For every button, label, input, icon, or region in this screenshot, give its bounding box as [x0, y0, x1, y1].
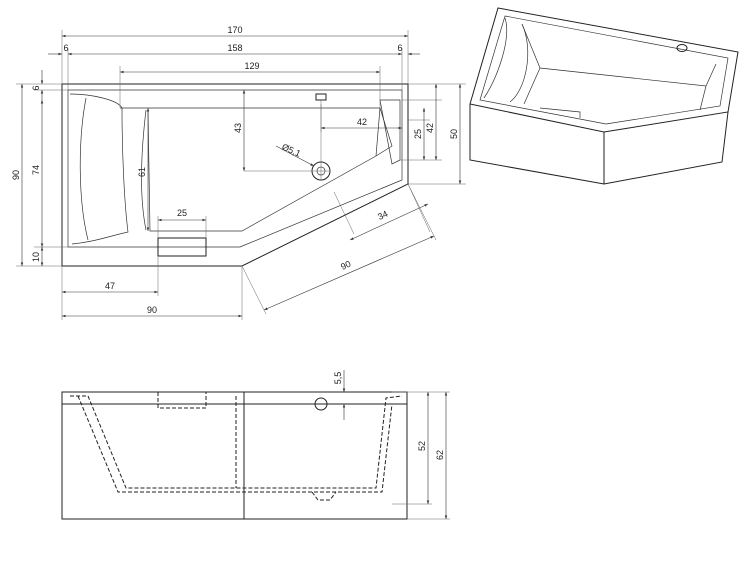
plan-outer-outline — [61, 83, 409, 267]
dim-5-5: 5,5 — [333, 372, 343, 385]
dim-158: 158 — [227, 43, 242, 53]
iso-overflow — [676, 44, 688, 52]
plan-backrest — [69, 93, 129, 245]
plan-dimensions: 170 6 158 6 129 90 6 74 10 43 61 2 — [11, 25, 466, 320]
dim-90-depth: 90 — [11, 170, 21, 180]
dim-90-front: 90 — [147, 305, 157, 315]
plan-right-contour — [379, 99, 401, 165]
side-view — [61, 391, 408, 520]
dim-42-vertical: 42 — [425, 123, 435, 133]
dim-42-horizontal: 42 — [357, 117, 367, 127]
plan-view — [61, 83, 409, 267]
dim-25-overflow: 25 — [177, 208, 187, 218]
side-overflow-recess — [157, 392, 207, 409]
dim-10: 10 — [31, 252, 41, 262]
dim-25-vertical: 25 — [413, 129, 423, 139]
dim-52: 52 — [417, 441, 427, 451]
iso-basin — [521, 23, 717, 118]
dim-47: 47 — [105, 281, 115, 291]
dim-6-left: 6 — [63, 43, 68, 53]
side-dimensions: 5,5 52 62 — [333, 370, 450, 520]
dim-drain-diameter: Ø5,1 — [280, 142, 302, 159]
dim-50: 50 — [449, 129, 459, 139]
iso-rim-outer — [469, 7, 739, 133]
plan-overflow-slot — [315, 93, 327, 101]
dim-34: 34 — [376, 209, 389, 222]
iso-rim-inner — [479, 15, 729, 125]
dim-43: 43 — [233, 123, 243, 133]
iso-side-walls — [469, 104, 729, 185]
side-drain — [314, 397, 328, 411]
side-outer — [61, 391, 408, 520]
plan-backrest-inner — [79, 97, 89, 241]
side-basin-profile — [70, 395, 403, 493]
dim-170: 170 — [227, 25, 242, 35]
dim-74: 74 — [31, 165, 41, 175]
dim-6-top: 6 — [31, 85, 41, 90]
dim-61: 61 — [137, 167, 147, 177]
dim-129: 129 — [244, 61, 259, 71]
dim-6-right: 6 — [397, 43, 402, 53]
dim-62: 62 — [435, 450, 445, 460]
plan-rim-inner — [67, 89, 403, 248]
isometric-view — [469, 7, 739, 185]
dim-90-angled: 90 — [339, 259, 352, 272]
plan-overflow-recess — [157, 237, 207, 257]
